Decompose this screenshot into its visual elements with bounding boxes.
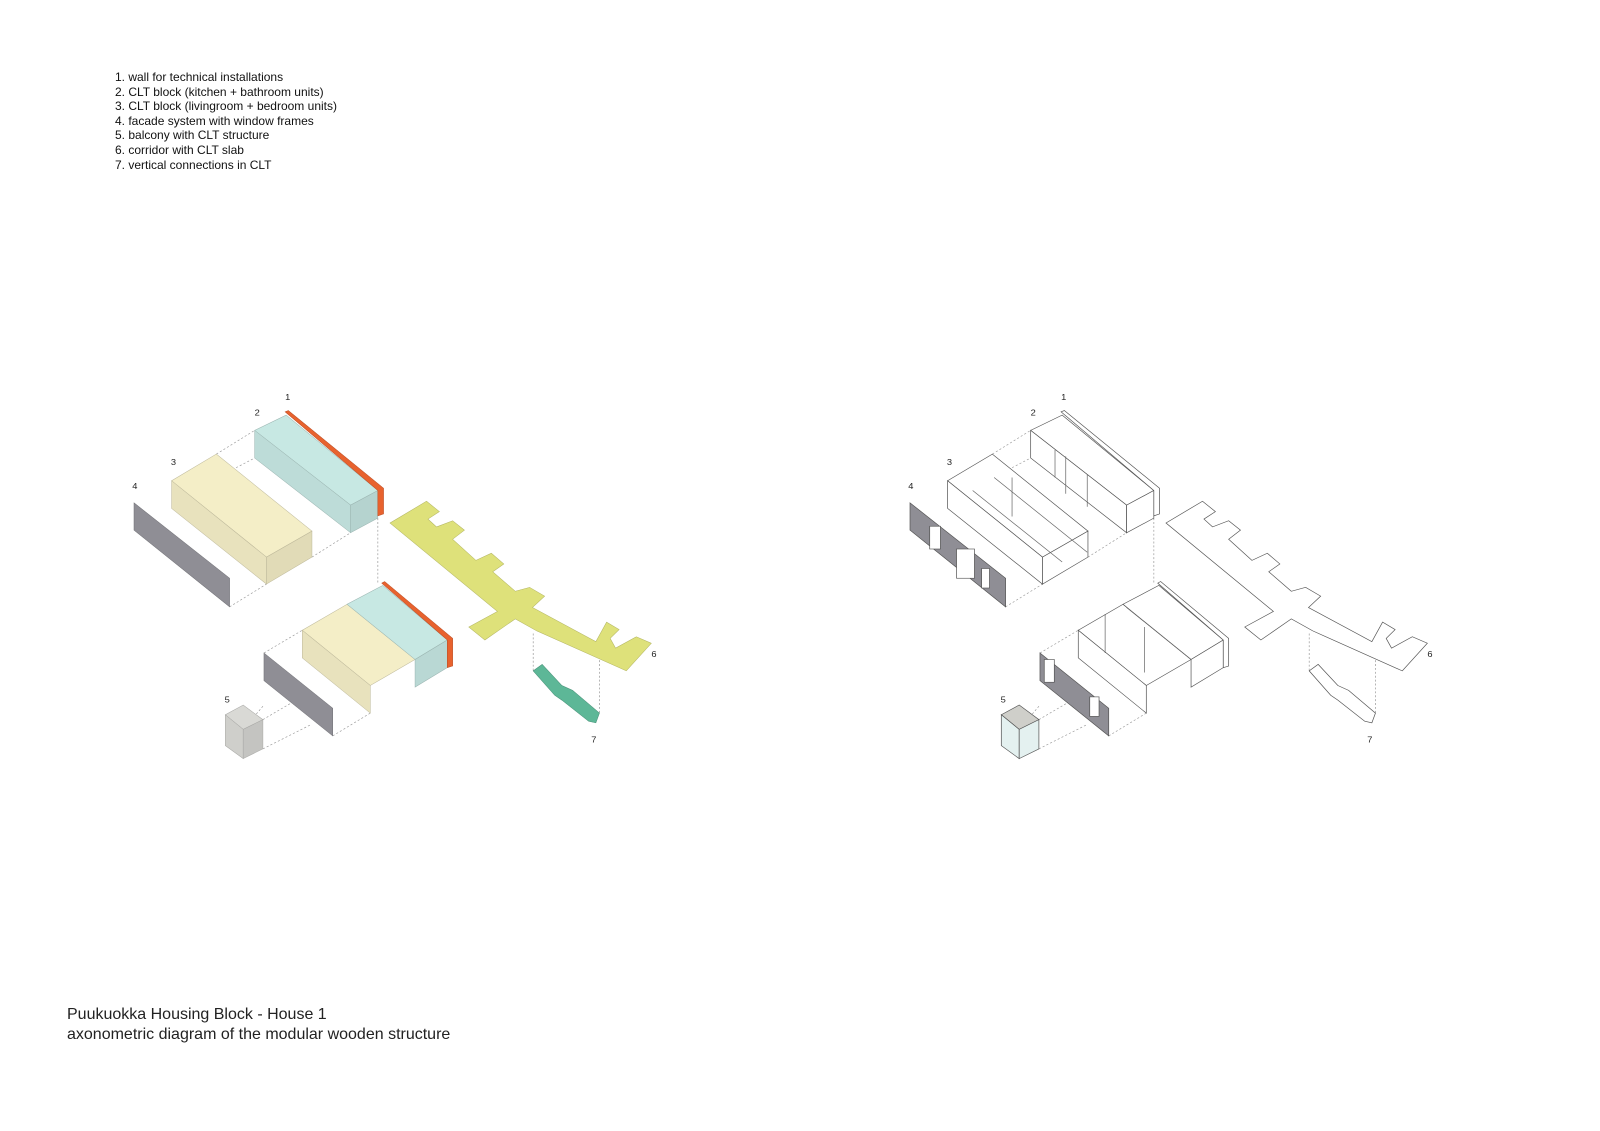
caption: Puukuokka Housing Block - House 1 axonom…: [67, 1005, 450, 1045]
interior-wall: [1126, 607, 1192, 660]
corridor-slab: [389, 500, 652, 672]
stairs: [532, 664, 600, 724]
label-7: 7: [591, 735, 596, 745]
label-7: 7: [1367, 735, 1372, 745]
living-block-upper-side: [1042, 530, 1089, 585]
projection-line: [1039, 629, 1079, 654]
projection-line: [332, 712, 371, 737]
caption-title: Puukuokka Housing Block - House 1: [67, 1006, 327, 1023]
facade-panel-upper: [133, 502, 230, 608]
legend-item: 6. corridor with CLT slab: [115, 142, 244, 157]
label-5: 5: [1001, 695, 1006, 705]
living-block-lower-front: [302, 629, 371, 714]
window-opening: [956, 548, 975, 579]
projection-line: [311, 532, 351, 558]
window-opening: [981, 568, 990, 589]
projection-line: [1087, 532, 1127, 558]
interior-wall: [993, 477, 1088, 553]
legend: 1. wall for technical installations 2. C…: [115, 70, 337, 172]
projection-line: [1005, 583, 1043, 608]
technical-wall-upper: [1060, 410, 1160, 517]
projection-line: [235, 457, 255, 469]
label-2: 2: [1031, 408, 1036, 418]
technical-wall-lower: [381, 581, 453, 668]
living-block-lower-front: [1077, 629, 1147, 714]
label-3: 3: [947, 458, 952, 468]
projection-line: [216, 430, 255, 455]
legend-item: 7. vertical connections in CLT: [115, 157, 272, 172]
projection-line: [229, 583, 267, 608]
interior-wall: [972, 490, 1063, 563]
label-4: 4: [908, 482, 913, 492]
label-1: 1: [1061, 393, 1066, 403]
window-opening: [1043, 659, 1055, 683]
facade-panel-lower: [263, 652, 333, 737]
legend-item: 5. balcony with CLT structure: [115, 128, 270, 143]
caption-subtitle: axonometric diagram of the modular woode…: [67, 1026, 451, 1043]
label-1: 1: [285, 393, 290, 403]
kitchen-block-upper-side: [1126, 489, 1155, 534]
label-6: 6: [651, 649, 656, 659]
living-block-upper-side: [266, 530, 313, 585]
window-opening: [1089, 696, 1100, 717]
balcony-side: [1018, 719, 1040, 760]
colored-axonometric-diagram: 1 2 3 4 5 6 7: [132, 393, 657, 760]
outline-axonometric-diagram: 1 2 3 4 5 6 7: [908, 393, 1433, 760]
label-4: 4: [132, 482, 137, 492]
window-opening: [929, 525, 941, 550]
projection-line: [263, 629, 303, 654]
projection-line: [1038, 724, 1088, 750]
projection-line: [262, 701, 294, 720]
technical-wall-upper: [284, 410, 384, 517]
legend-item: 1. wall for technical installations: [115, 70, 284, 84]
stairs: [1308, 663, 1376, 724]
label-3: 3: [171, 458, 176, 468]
projection-line: [1038, 701, 1070, 720]
kitchen-block-upper-side: [350, 490, 379, 534]
corridor-slab: [1165, 500, 1428, 672]
legend-item: 3. CLT block (livingroom + bedroom units…: [115, 99, 337, 114]
label-2: 2: [255, 408, 260, 418]
technical-wall-lower: [1157, 581, 1230, 669]
balcony-side: [242, 719, 264, 760]
projection-line: [1108, 712, 1147, 737]
legend-item: 2. CLT block (kitchen + bathroom units): [115, 84, 324, 99]
projection-line: [992, 430, 1031, 455]
projection-line: [262, 724, 312, 750]
projection-line: [1011, 457, 1031, 469]
legend-item: 4. facade system with window frames: [115, 113, 314, 128]
label-6: 6: [1427, 649, 1432, 659]
label-5: 5: [225, 695, 230, 705]
